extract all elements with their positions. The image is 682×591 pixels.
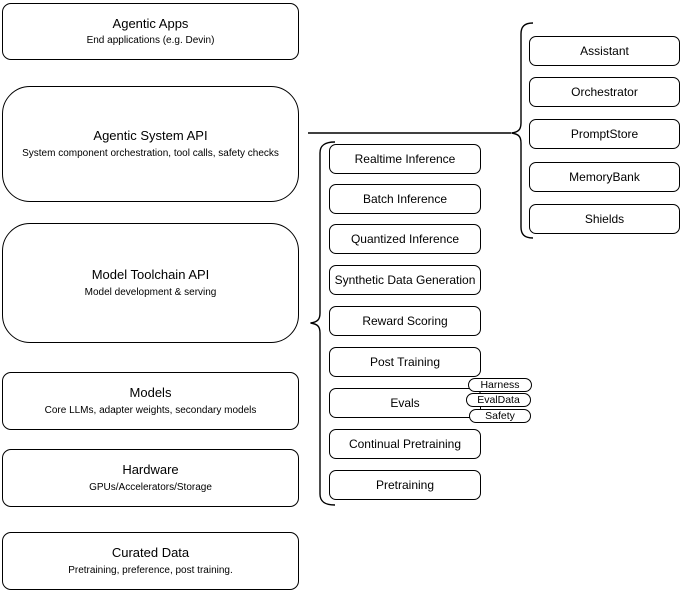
node-pretraining: Pretraining — [329, 470, 481, 500]
node-promptstore: PromptStore — [529, 119, 680, 149]
node-label: Pretraining — [375, 477, 435, 492]
node-models: Models Core LLMs, adapter weights, secon… — [2, 372, 299, 430]
tag-label: EvalData — [477, 394, 520, 406]
node-label: Quantized Inference — [350, 231, 460, 246]
node-subtitle: GPUs/Accelerators/Storage — [89, 481, 212, 493]
tag-safety: Safety — [469, 409, 531, 423]
node-reward-scoring: Reward Scoring — [329, 306, 481, 336]
node-orchestrator: Orchestrator — [529, 77, 680, 107]
node-title: Agentic Apps — [112, 15, 189, 31]
tag-label: Safety — [485, 410, 515, 422]
node-synthetic-data-generation: Synthetic Data Generation — [329, 265, 481, 295]
node-title: Model Toolchain API — [91, 267, 210, 283]
node-label: Assistant — [580, 43, 629, 58]
node-post-training: Post Training — [329, 347, 481, 377]
node-agentic-apps: Agentic Apps End applications (e.g. Devi… — [2, 3, 299, 60]
node-title: Agentic System API — [93, 128, 208, 144]
node-subtitle: Pretraining, preference, post training. — [68, 564, 233, 576]
node-label: MemoryBank — [569, 169, 640, 184]
node-agentic-system-api: Agentic System API System component orch… — [2, 86, 299, 202]
node-subtitle: End applications (e.g. Devin) — [86, 35, 215, 47]
node-label: Shields — [584, 211, 625, 226]
node-label: Post Training — [369, 354, 441, 369]
node-label: Continual Pretraining — [348, 436, 462, 451]
node-realtime-inference: Realtime Inference — [329, 144, 481, 174]
node-curated-data: Curated Data Pretraining, preference, po… — [2, 532, 299, 590]
node-title: Hardware — [122, 462, 179, 478]
node-memorybank: MemoryBank — [529, 162, 680, 192]
node-evals: Evals — [329, 388, 481, 418]
node-label: Synthetic Data Generation — [334, 272, 476, 287]
node-label: PromptStore — [570, 126, 639, 141]
node-batch-inference: Batch Inference — [329, 184, 481, 214]
node-label: Realtime Inference — [354, 151, 456, 166]
node-subtitle: System component orchestration, tool cal… — [22, 147, 279, 159]
node-hardware: Hardware GPUs/Accelerators/Storage — [2, 449, 299, 507]
node-model-toolchain-api: Model Toolchain API Model development & … — [2, 223, 299, 343]
tag-evaldata: EvalData — [466, 393, 531, 407]
node-quantized-inference: Quantized Inference — [329, 224, 481, 254]
node-label: Batch Inference — [362, 191, 448, 206]
node-title: Curated Data — [111, 545, 190, 561]
node-label: Evals — [390, 395, 420, 410]
node-subtitle: Model development & serving — [84, 286, 217, 298]
node-label: Orchestrator — [571, 84, 638, 99]
node-subtitle: Core LLMs, adapter weights, secondary mo… — [44, 404, 257, 416]
node-assistant: Assistant — [529, 36, 680, 66]
tag-harness: Harness — [468, 378, 532, 392]
tag-label: Harness — [480, 379, 520, 391]
node-label: Reward Scoring — [362, 313, 448, 328]
node-continual-pretraining: Continual Pretraining — [329, 429, 481, 459]
node-title: Models — [129, 385, 172, 401]
node-shields: Shields — [529, 204, 680, 234]
